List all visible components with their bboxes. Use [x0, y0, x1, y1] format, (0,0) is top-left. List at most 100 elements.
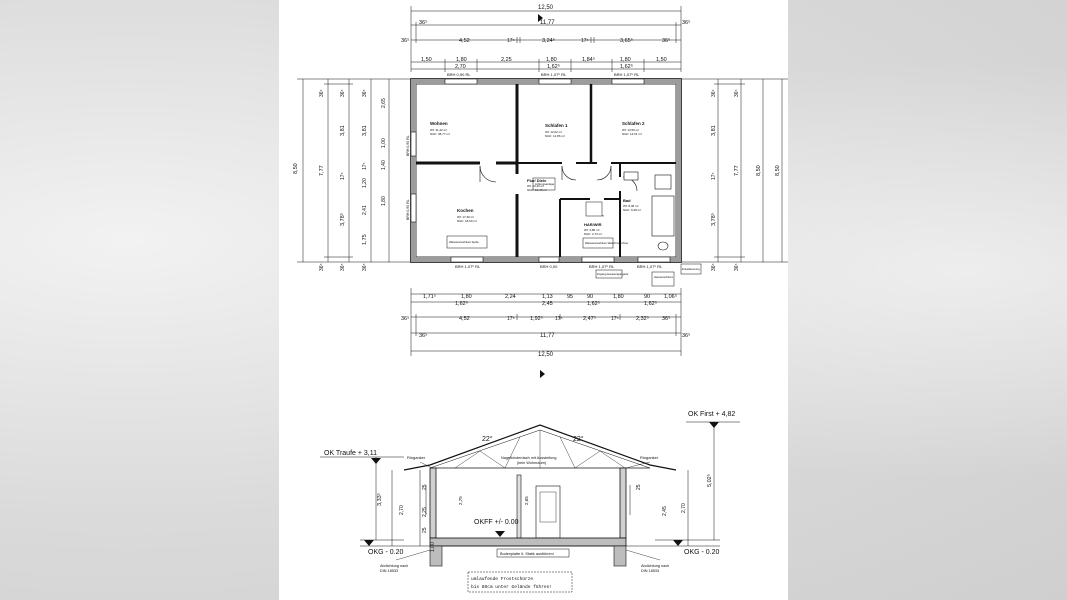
section-labels: OK First + 4,82 OK Traufe + 3,11 OKFF +/…: [324, 411, 735, 590]
window-label: BRH 0,00: [540, 264, 558, 269]
room-area-schlafen2: Wf: 13,56 m²: [622, 128, 639, 132]
slab-note-box: [496, 548, 570, 558]
hwr-appliance: [585, 201, 603, 217]
room-ngf-hwr: NGF: 3,73 m²: [584, 232, 602, 236]
dim-bottom-row3: 17⁵: [507, 316, 515, 322]
dim-left-inner: 7,77: [319, 165, 325, 176]
room-ngf-schlafen2: NGF: 14,51 m²: [622, 132, 642, 136]
dim-bottom-wall-right: 36⁵: [682, 332, 690, 339]
room-name-schlafen2: Schlafen 2: [622, 121, 645, 126]
window-label: BRH 1,07⁵ RL: [541, 72, 567, 77]
level-marker-first: [709, 422, 719, 428]
dim-section-left: 25: [422, 527, 428, 533]
dim-bottom-row2: 2,45: [542, 301, 553, 307]
dim-right: 3,81: [711, 125, 717, 136]
entrance-door: [538, 256, 560, 263]
dim-left: 3,78⁵: [339, 213, 346, 226]
dim-right: 36⁵: [734, 263, 740, 271]
dim-section-left: 25: [422, 484, 428, 490]
frost-note-1: umlaufende Frostschürze: [471, 576, 533, 582]
tech-note-box: [651, 271, 675, 287]
section-level-markers: [320, 421, 740, 546]
floor-slab: [429, 537, 627, 547]
dims-right: [681, 78, 788, 263]
dim-bottom-row3: 36⁵: [662, 315, 670, 322]
abdichtung-left-1: Abdichtung nach: [380, 564, 408, 568]
room-ngf-flur: NGF: 10,46 m²: [527, 188, 547, 192]
dim-right: 3,78⁵: [710, 213, 717, 226]
label-ok-traufe: OK Traufe + 3,11: [324, 450, 377, 457]
lueftung-box: [532, 177, 556, 191]
dim-bottom-row2: 1,62⁵: [587, 300, 600, 307]
dim-section-inner: 2,65: [524, 496, 529, 505]
dim-left: 17⁵: [362, 162, 368, 170]
dim-right-total: 8,50: [756, 165, 762, 176]
door-gap: [617, 177, 623, 191]
room-area-hwr: Wf: 3,86 m²: [584, 228, 600, 232]
note-hwr: Wasseranschluss Waschmaschine: [585, 241, 628, 245]
dim-bottom-row1: 2,24: [505, 294, 516, 300]
section-drawing: [360, 424, 720, 593]
dim-section-left: 1,00: [430, 542, 436, 552]
window: [538, 78, 572, 85]
dim-wall-right: 36⁵: [682, 19, 690, 26]
label-okg-left: OKG - 0.20: [368, 549, 404, 556]
foundation-left: [429, 545, 443, 567]
dim-bottom-row3: 17⁵: [611, 316, 619, 322]
room-ngf-kochen: NGF: 18,60 m²: [457, 219, 477, 223]
roof-note-1: Nagelbinderdach mit Aussteifung: [501, 456, 557, 460]
window: [410, 131, 417, 157]
dim-left: 36⁵: [319, 89, 325, 97]
label-ringanker-right: Ringanker: [640, 455, 659, 460]
label-okg-right: OKG - 0.20: [684, 549, 720, 556]
dim-row2: 17⁵: [507, 38, 515, 44]
dims-bottom: [410, 288, 682, 356]
label-ok-first: OK First + 4,82: [688, 411, 735, 418]
dim-bottom-row1: 1,06⁵: [664, 293, 677, 300]
dim-left: 36⁵: [362, 89, 368, 97]
dim-right: 36⁵: [734, 89, 740, 97]
foundation-right: [613, 545, 627, 567]
dim-left: 1,20: [362, 178, 368, 188]
note-tech: Hausanschluss: [654, 275, 674, 279]
room-area-schlafen1: Wf: 12,02 m²: [545, 130, 562, 134]
dims-bottom-text: 1,71⁵ 1,80 2,24 1,13 95 90 1,80 90 1,06⁵…: [401, 293, 690, 358]
bathtub: [651, 195, 675, 237]
dim-section-right: 2,70: [681, 503, 687, 513]
window-label: BRH 1,07⁵ RL: [614, 72, 640, 77]
north-arrow-bottom: [540, 370, 545, 378]
dim-bottom-row2: 1,62⁵: [455, 300, 468, 307]
entry-note-box: [595, 269, 623, 279]
window-label: BRH 1,07⁵ RL: [589, 264, 615, 269]
window-label-side: BRH 0,90 RL: [406, 199, 410, 220]
dim-bottom-row3: 17⁵: [555, 316, 563, 322]
dim-section-left: 2,70: [399, 505, 405, 515]
dims-top: [410, 6, 682, 72]
level-marker-okff: [495, 531, 505, 537]
dim-section-right: 5,02⁵: [706, 474, 713, 487]
dims-right-text: 36⁵ 3,81 17⁵ 3,78⁵ 36⁵ 36⁵ 7,77 36⁵ 8,50…: [710, 89, 781, 271]
dim-right: 36⁵: [711, 263, 717, 271]
note-kitchen-sink: Wasseranschluss Spüle: [449, 240, 479, 244]
note-entry: Zugang Hauseingangstür: [597, 272, 628, 276]
window: [450, 256, 484, 263]
dim-wall-left: 36⁵: [419, 19, 427, 26]
dim-row3: 1,80: [546, 57, 557, 63]
wall-left: [429, 467, 437, 539]
room-name-flur: Flur/ Diele: [527, 178, 547, 183]
dim-bottom-wall-left: 36⁵: [419, 332, 427, 339]
window-label-side: BRH 0,90 RL: [406, 135, 410, 156]
note-lueftung: Lüftungsanlage: [535, 182, 555, 186]
section-door-panel: [539, 491, 557, 523]
dim-left: 36⁵: [340, 89, 346, 97]
room-ngf-wohnen: NGF: 38,77 m²: [430, 132, 450, 136]
dim-bottom-row3: 36⁵: [401, 315, 409, 322]
window: [637, 256, 671, 263]
window: [611, 78, 645, 85]
dim-row2: 36⁵: [662, 37, 670, 44]
dim-row2: 3,24⁵: [542, 37, 555, 44]
level-marker-okg-left: [364, 540, 374, 546]
dim-left: 1,75: [362, 234, 368, 245]
dim-bottom-row1: 90: [587, 294, 593, 300]
north-arrow-top: [538, 14, 543, 22]
